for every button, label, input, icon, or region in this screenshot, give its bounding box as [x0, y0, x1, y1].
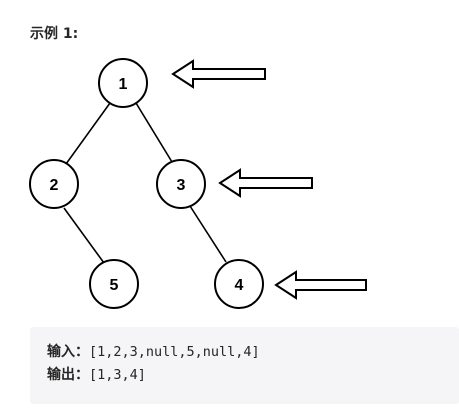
left-arrow-icon	[218, 168, 313, 198]
tree-node-circle	[89, 259, 139, 309]
tree-node-2: 2	[29, 159, 79, 209]
tree-node-5: 5	[89, 259, 139, 309]
tree-edge-2-5	[63, 207, 105, 264]
output-value: [1,3,4]	[89, 367, 146, 383]
tree-edge-3-4	[189, 205, 227, 263]
input-value: [1,2,3,null,5,null,4]	[89, 344, 260, 360]
output-label: 输出：	[47, 367, 89, 383]
left-arrow-icon	[274, 270, 367, 300]
tree-node-circle	[29, 159, 79, 209]
tree-node-circle	[214, 259, 264, 309]
input-label: 输入：	[47, 344, 89, 360]
tree-node-1: 1	[98, 58, 148, 108]
tree-node-circle	[98, 58, 148, 108]
tree-edge-1-3	[135, 102, 173, 163]
tree-node-label: 3	[177, 177, 186, 194]
output-line: 输出：[1,3,4]	[47, 364, 459, 387]
binary-tree-diagram: 1 2 3 5 4	[29, 58, 367, 309]
tree-node-3: 3	[156, 159, 206, 209]
tree-node-label: 2	[50, 177, 59, 194]
tree-node-4: 4	[214, 259, 264, 309]
example-heading: 示例 1:	[30, 26, 79, 42]
left-arrow-icon	[171, 59, 266, 89]
tree-node-label: 5	[110, 277, 119, 294]
tree-node-circle	[156, 159, 206, 209]
example-io-block: 输入：[1,2,3,null,5,null,4] 输出：[1,3,4]	[30, 327, 459, 404]
tree-node-label: 1	[119, 76, 128, 93]
tree-node-label: 4	[235, 277, 244, 294]
input-line: 输入：[1,2,3,null,5,null,4]	[47, 341, 459, 364]
tree-edge-1-2	[65, 102, 111, 165]
